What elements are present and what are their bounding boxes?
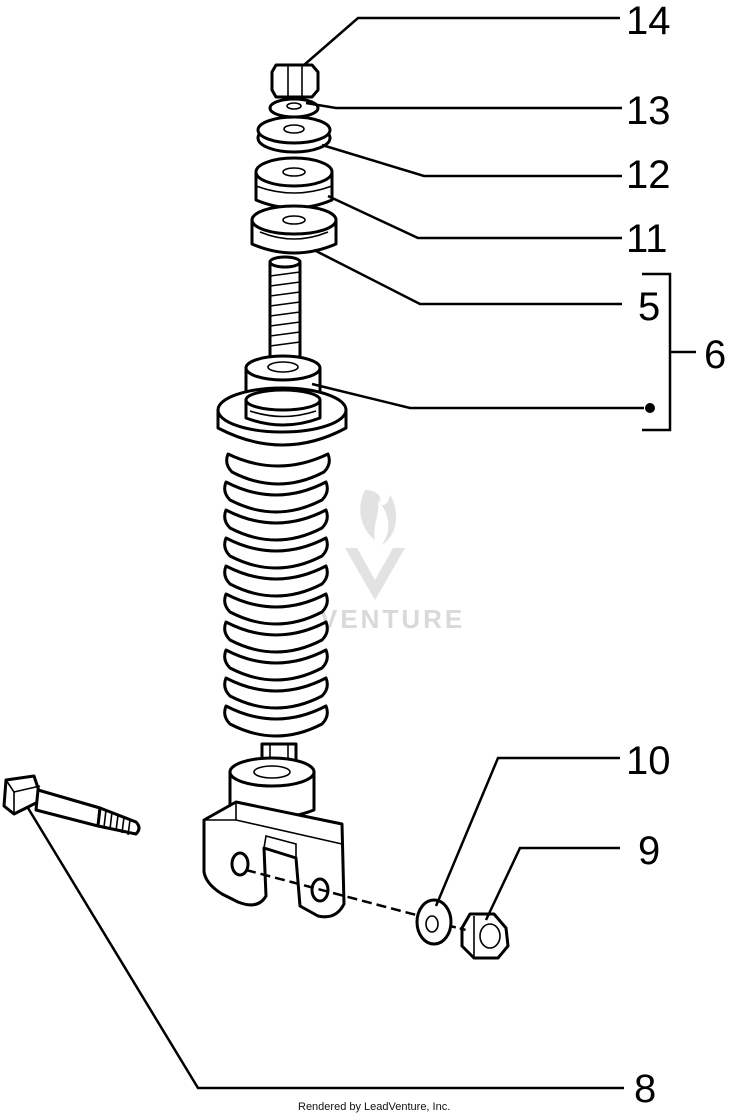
part-14-nut — [270, 63, 320, 99]
callout-9: 9 — [638, 829, 660, 873]
leader-6-shock — [311, 382, 644, 410]
leader-14 — [303, 16, 620, 66]
watermark: VENTURE — [320, 490, 465, 634]
watermark-text: VENTURE — [320, 604, 465, 634]
axle-centerline-extension — [449, 924, 467, 932]
shock-spring-coils — [223, 452, 331, 738]
leader-10 — [434, 756, 620, 907]
part-8-bolt — [2, 774, 141, 836]
leader-5 — [313, 248, 622, 306]
part-6-shock-absorber — [202, 255, 348, 919]
leader-13 — [305, 101, 622, 110]
leader-lines — [26, 16, 696, 1090]
part-11-bushing — [254, 156, 334, 210]
leader-9 — [484, 846, 620, 921]
part-13-washer — [268, 97, 320, 119]
part-10-washer — [415, 898, 453, 946]
part-5-bushing — [250, 204, 338, 255]
callout-13: 13 — [626, 89, 671, 133]
callout-10: 10 — [626, 739, 671, 783]
callout-6: 6 — [704, 333, 726, 377]
flame-logo-icon — [360, 490, 397, 545]
callout-14: 14 — [626, 0, 671, 43]
leader-12 — [321, 143, 622, 178]
leader-8 — [26, 807, 624, 1090]
leader-11 — [327, 194, 622, 240]
callout-12: 12 — [626, 153, 671, 197]
callout-11: 11 — [626, 217, 668, 261]
part-9-nut — [460, 912, 510, 960]
v-logo-icon — [345, 548, 405, 600]
leader-6-dot — [645, 403, 655, 413]
part-12-washer — [256, 115, 332, 154]
callout-8: 8 — [634, 1067, 656, 1111]
callout-5: 5 — [638, 285, 660, 329]
render-credit: Rendered by LeadVenture, Inc. — [298, 1101, 450, 1113]
